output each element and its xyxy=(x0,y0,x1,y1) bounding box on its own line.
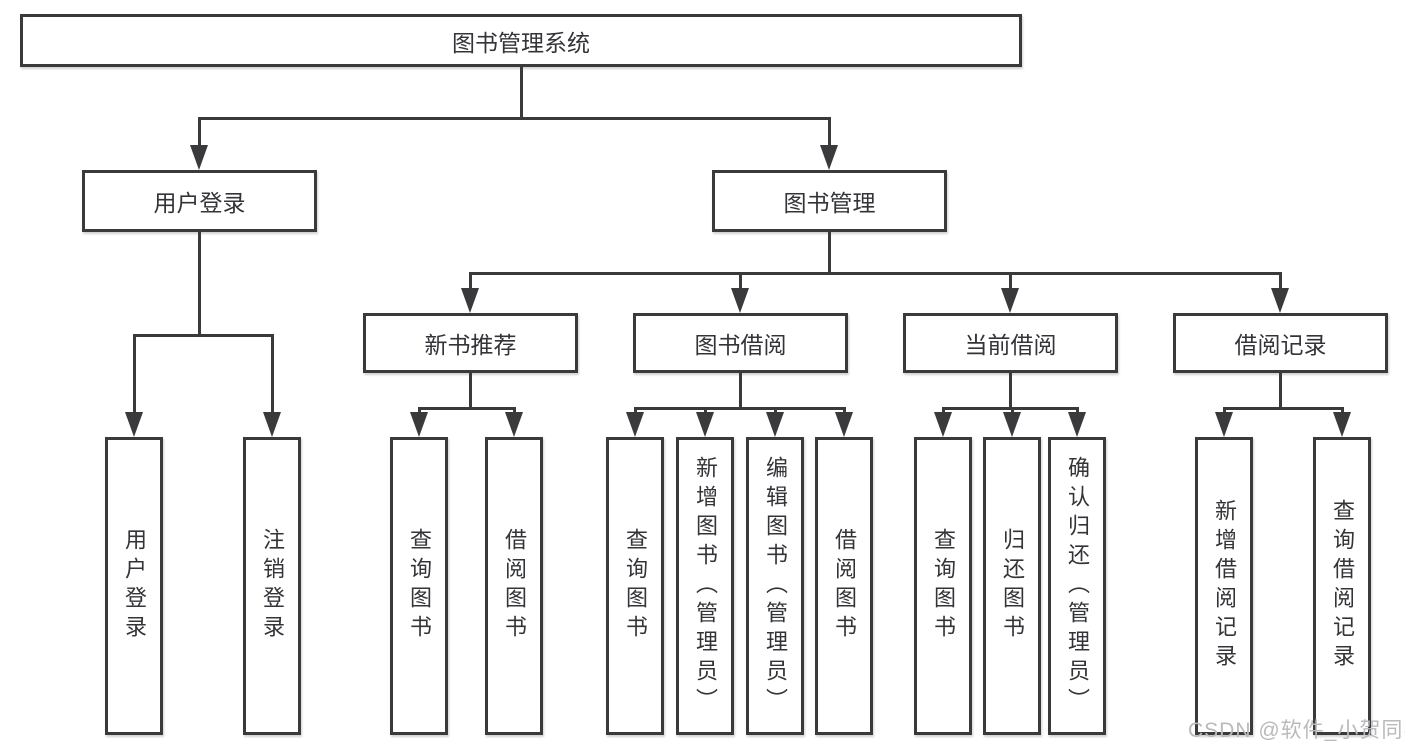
node-new-book-recommend-label: 新书推荐 xyxy=(424,332,517,358)
arrowhead-current-borrow xyxy=(1001,288,1019,313)
connector-group1-drop-2 xyxy=(513,407,516,415)
connector-leaf-drop-2 xyxy=(271,334,274,414)
arrowhead-leaf-2 xyxy=(263,412,281,437)
arrowhead-group4-leaf-2 xyxy=(1333,412,1351,437)
leaf-query-books-3: 查询图书 xyxy=(914,437,972,735)
leaf-logout: 注销登录 xyxy=(243,437,301,735)
leaf-confirm-return-admin-label: 确认归还（管理员） xyxy=(1065,455,1090,717)
connector-book-mgmt-drop xyxy=(828,117,831,149)
connector-group3-drop-3 xyxy=(1076,407,1079,415)
connector-group2-rail xyxy=(634,407,846,410)
node-root: 图书管理系统 xyxy=(20,14,1022,67)
leaf-query-borrow-record-label: 查询借阅记录 xyxy=(1330,499,1355,673)
leaf-return-books-label: 归还图书 xyxy=(1000,528,1025,644)
leaf-borrow-books-1-label: 借阅图书 xyxy=(502,528,527,644)
leaf-logout-label: 注销登录 xyxy=(260,528,285,644)
node-book-management-label: 图书管理 xyxy=(783,190,876,216)
arrowhead-group2-leaf-2 xyxy=(696,412,714,437)
connector-user-login-drop xyxy=(198,117,201,149)
connector-group3-rail xyxy=(942,407,1079,410)
connector-group1-stem xyxy=(469,373,472,410)
arrowhead-new-book-recommend xyxy=(461,288,479,313)
arrowhead-user-login xyxy=(190,145,208,170)
leaf-return-books: 归还图书 xyxy=(983,437,1041,735)
arrowhead-group2-leaf-1 xyxy=(626,412,644,437)
connector-group3-drop-1 xyxy=(942,407,945,415)
leaf-query-books-1-label: 查询图书 xyxy=(407,528,432,644)
connector-group3-drop-2 xyxy=(1011,407,1014,415)
connector-group2-stem xyxy=(739,373,742,410)
connector-group1-rail xyxy=(418,407,516,410)
leaf-borrow-books-2: 借阅图书 xyxy=(815,437,873,735)
connector-root-stem xyxy=(520,67,523,119)
connector-book-mgmt-rail xyxy=(469,272,1282,275)
arrowhead-borrow-records xyxy=(1271,288,1289,313)
connector-l3-drop-2 xyxy=(739,272,742,290)
arrowhead-group3-leaf-1 xyxy=(934,412,952,437)
leaf-query-books-3-label: 查询图书 xyxy=(931,528,956,644)
connector-group4-drop-2 xyxy=(1341,407,1344,415)
arrowhead-leaf-1 xyxy=(125,412,143,437)
connector-user-login-rail xyxy=(133,334,274,337)
node-current-borrow: 当前借阅 xyxy=(903,313,1118,373)
leaf-add-borrow-record-label: 新增借阅记录 xyxy=(1212,499,1237,673)
arrowhead-group3-leaf-3 xyxy=(1068,412,1086,437)
connector-group2-drop-2 xyxy=(704,407,707,415)
leaf-edit-books-admin: 编辑图书（管理员） xyxy=(746,437,804,735)
node-book-management: 图书管理 xyxy=(712,170,947,232)
connector-group2-drop-4 xyxy=(843,407,846,415)
node-book-borrow: 图书借阅 xyxy=(633,313,848,373)
node-borrow-records: 借阅记录 xyxy=(1173,313,1388,373)
leaf-edit-books-admin-label: 编辑图书（管理员） xyxy=(763,455,788,717)
arrowhead-group4-leaf-1 xyxy=(1215,412,1233,437)
connector-l3-drop-4 xyxy=(1279,272,1282,290)
arrowhead-group1-leaf-1 xyxy=(410,412,428,437)
leaf-query-books-2: 查询图书 xyxy=(606,437,664,735)
connector-group4-rail xyxy=(1223,407,1344,410)
node-user-login-label: 用户登录 xyxy=(153,190,246,216)
arrowhead-book-borrow xyxy=(731,288,749,313)
leaf-borrow-books-2-label: 借阅图书 xyxy=(832,528,857,644)
connector-group2-drop-3 xyxy=(774,407,777,415)
arrowhead-book-mgmt xyxy=(820,145,838,170)
connector-group4-stem xyxy=(1279,373,1282,410)
leaf-user-login-label: 用户登录 xyxy=(122,528,147,644)
connector-group2-drop-1 xyxy=(634,407,637,415)
node-borrow-records-label: 借阅记录 xyxy=(1234,332,1327,358)
connector-book-mgmt-stem xyxy=(828,232,831,275)
leaf-confirm-return-admin: 确认归还（管理员） xyxy=(1048,437,1106,735)
leaf-query-books-2-label: 查询图书 xyxy=(623,528,648,644)
arrowhead-group2-leaf-4 xyxy=(835,412,853,437)
node-new-book-recommend: 新书推荐 xyxy=(363,313,578,373)
connector-leaf-drop-1 xyxy=(133,334,136,414)
arrowhead-group2-leaf-3 xyxy=(766,412,784,437)
leaf-add-books-admin: 新增图书（管理员） xyxy=(676,437,734,735)
connector-group3-stem xyxy=(1009,373,1012,410)
connector-root-rail xyxy=(198,117,831,120)
connector-l3-drop-1 xyxy=(469,272,472,290)
leaf-user-login: 用户登录 xyxy=(105,437,163,735)
leaf-query-books-1: 查询图书 xyxy=(390,437,448,735)
connector-group4-drop-1 xyxy=(1223,407,1226,415)
connector-user-login-stem xyxy=(198,232,201,336)
node-book-borrow-label: 图书借阅 xyxy=(694,332,787,358)
node-root-label: 图书管理系统 xyxy=(452,29,590,56)
arrowhead-group1-leaf-2 xyxy=(505,412,523,437)
leaf-query-borrow-record: 查询借阅记录 xyxy=(1313,437,1371,735)
connector-group1-drop-1 xyxy=(418,407,421,415)
watermark: CSDN @软件_小贺同学 xyxy=(1188,719,1405,742)
node-user-login: 用户登录 xyxy=(82,170,317,232)
node-current-borrow-label: 当前借阅 xyxy=(964,332,1057,358)
leaf-add-borrow-record: 新增借阅记录 xyxy=(1195,437,1253,735)
connector-l3-drop-3 xyxy=(1009,272,1012,290)
leaf-add-books-admin-label: 新增图书（管理员） xyxy=(693,455,718,717)
leaf-borrow-books-1: 借阅图书 xyxy=(485,437,543,735)
arrowhead-group3-leaf-2 xyxy=(1003,412,1021,437)
